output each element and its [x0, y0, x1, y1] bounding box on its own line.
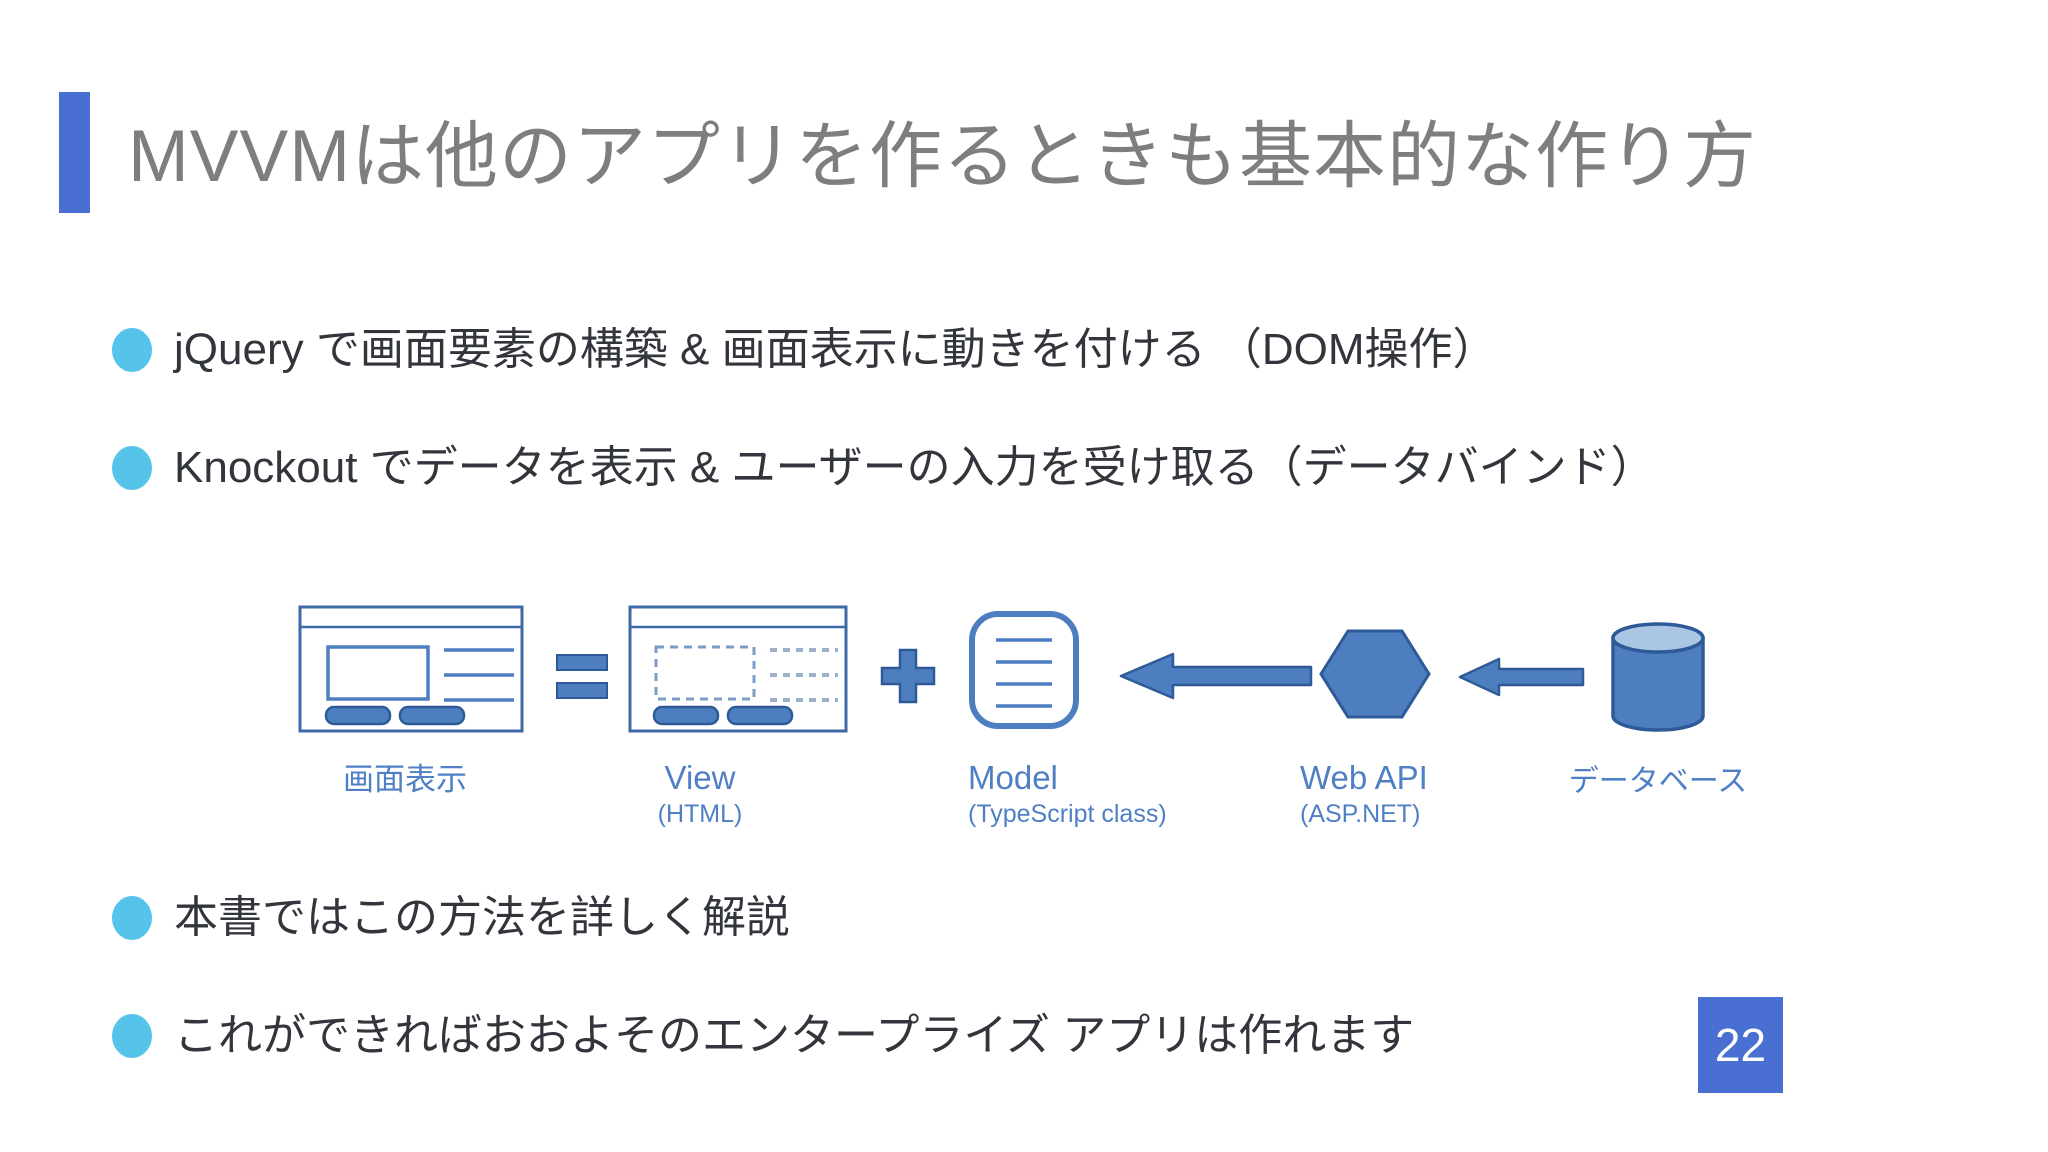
document-icon — [969, 611, 1079, 729]
bullet-text: jQuery で画面要素の構築 & 画面表示に動きを付ける （DOM操作） — [174, 325, 1497, 374]
bullet-text: Knockout でデータを表示 & ユーザーの入力を受け取る（データバインド） — [174, 443, 1655, 492]
database-cylinder-icon — [1611, 622, 1705, 732]
bullet-dot-icon — [112, 328, 152, 372]
page-number: 22 — [1714, 1019, 1767, 1071]
label-text: View — [664, 759, 736, 796]
label-text: 画面表示 — [343, 762, 467, 797]
plus-icon — [880, 648, 936, 704]
equals-icon — [556, 654, 608, 699]
label-subtext: (TypeScript class) — [968, 800, 1167, 828]
bullet-item: 本書ではこの方法を詳しく解説 — [112, 888, 1414, 948]
bullet-text: これができればおおよそのエンタープライズ アプリは作れます — [174, 1011, 1415, 1060]
arrow-left-icon — [1119, 652, 1313, 700]
diagram-label-database: データベース — [1548, 762, 1768, 802]
slide-title: MVVMは他のアプリを作るときも基本的な作り方 — [128, 116, 1757, 197]
title-accent-bar — [59, 92, 90, 213]
label-subtext: (ASP.NET) — [1300, 800, 1421, 828]
diagram-label-webapi: Web API (ASP.NET) — [1300, 758, 1580, 830]
label-subtext: (HTML) — [657, 800, 743, 828]
bullet-item: jQuery で画面要素の構築 & 画面表示に動きを付ける （DOM操作） — [112, 320, 1655, 380]
label-text: Model — [968, 759, 1058, 796]
diagram-label-model: Model (TypeScript class) — [968, 758, 1268, 830]
hexagon-icon — [1319, 629, 1431, 719]
bullet-dot-icon — [112, 446, 152, 490]
bullet-item: これができればおおよそのエンタープライズ アプリは作れます — [112, 1006, 1414, 1066]
arrow-left-icon — [1458, 657, 1585, 697]
label-text: Web API — [1300, 759, 1428, 796]
label-text: データベース — [1568, 765, 1748, 798]
bullet-list-bottom: 本書ではこの方法を詳しく解説 これができればおおよそのエンタープライズ アプリは… — [112, 888, 1414, 1124]
browser-window-dashed-icon — [628, 605, 848, 733]
diagram-label-view: View (HTML) — [592, 758, 808, 830]
bullet-dot-icon — [112, 896, 152, 940]
browser-window-icon — [298, 605, 524, 733]
bullet-dot-icon — [112, 1014, 152, 1058]
bullet-item: Knockout でデータを表示 & ユーザーの入力を受け取る（データバインド） — [112, 438, 1655, 498]
bullet-list-top: jQuery で画面要素の構築 & 画面表示に動きを付ける （DOM操作） Kn… — [112, 320, 1655, 556]
bullet-text: 本書ではこの方法を詳しく解説 — [174, 893, 790, 942]
page-number-badge: 22 — [1698, 997, 1783, 1093]
diagram-label-screen: 画面表示 — [300, 760, 510, 800]
